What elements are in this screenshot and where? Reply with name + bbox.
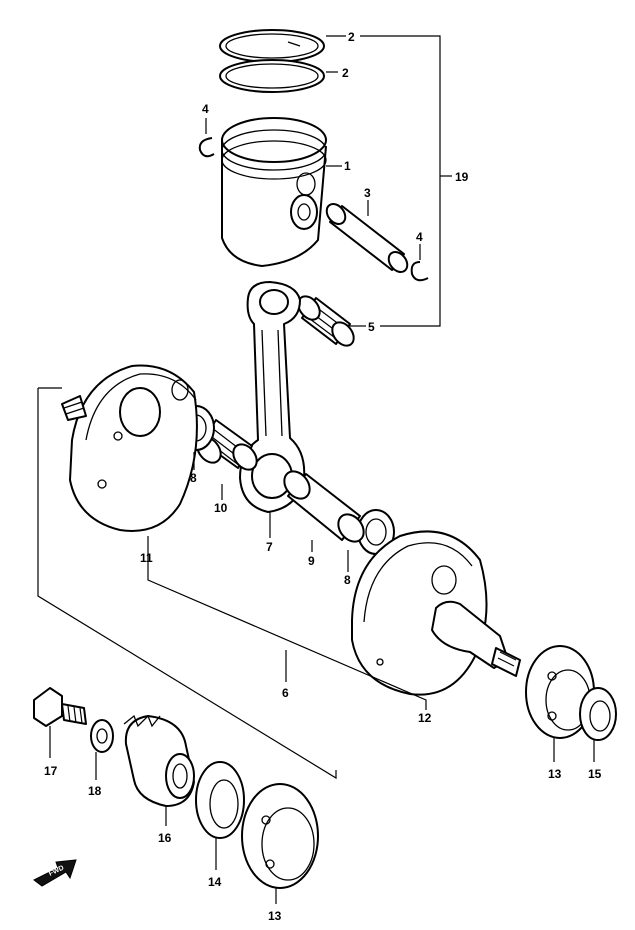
callout-4-right: 4 [416, 230, 423, 244]
callout-17: 17 [44, 764, 58, 778]
small-end-bearing-part [297, 295, 355, 347]
crank-half-left-part [61, 364, 198, 532]
callout-6: 6 [282, 686, 289, 700]
bearing-left-part [241, 783, 319, 889]
callout-7: 7 [266, 540, 273, 554]
callout-15: 15 [588, 767, 602, 781]
callout-9: 9 [308, 554, 315, 568]
callout-19: 19 [455, 170, 469, 184]
callout-18: 18 [88, 784, 102, 798]
leader-lines [37, 35, 595, 904]
oil-seal-left-part [195, 761, 245, 839]
piston-ring-upper-part [219, 29, 325, 63]
crank-half-right-part [351, 530, 521, 696]
callout-8-left: 8 [190, 471, 197, 485]
piston-pin-part [325, 203, 409, 273]
callout-13-left: 13 [268, 909, 282, 923]
callout-12: 12 [418, 711, 432, 725]
circlip-left-part [198, 137, 215, 158]
gear-part [123, 714, 195, 807]
piston-ring-lower-part [219, 59, 325, 93]
callout-14: 14 [208, 875, 222, 889]
circlip-right-part [410, 261, 429, 282]
callout-10: 10 [214, 501, 228, 515]
oil-seal-right-part [579, 687, 617, 741]
callout-2-upper: 2 [348, 30, 355, 44]
piston-part [221, 117, 327, 267]
callout-16: 16 [158, 831, 172, 845]
callout-5: 5 [368, 320, 375, 334]
callout-1: 1 [344, 159, 351, 173]
callout-13-right: 13 [548, 767, 562, 781]
callout-2-lower: 2 [342, 66, 349, 80]
washer-part [90, 719, 114, 753]
bolt-part [33, 687, 87, 727]
forward-arrow-icon: FWD [33, 859, 77, 887]
callout-11: 11 [140, 551, 153, 565]
crank-pin-part [283, 470, 365, 543]
callout-3: 3 [364, 186, 371, 200]
callout-4-left: 4 [202, 102, 209, 116]
callout-8-right: 8 [344, 573, 351, 587]
